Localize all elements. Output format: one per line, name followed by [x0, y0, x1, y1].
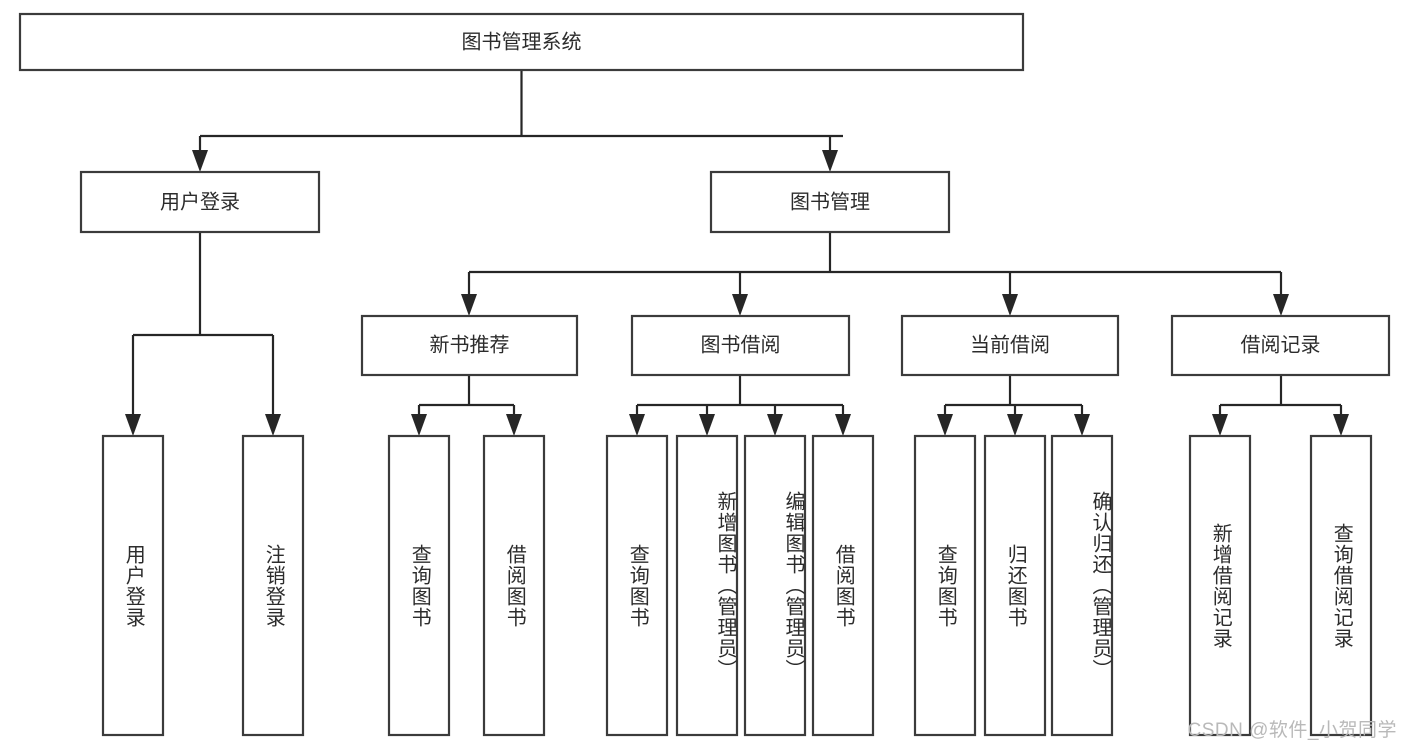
- connector-group-new-book-rec: [411, 375, 522, 436]
- node-borrow-record-label: 借阅记录: [1241, 333, 1321, 356]
- node-book-management-label: 图书管理: [790, 190, 870, 213]
- csdn-watermark: CSDN @软件_小贺同学: [1187, 720, 1397, 741]
- arrowhead-leaf-add-book: [699, 414, 715, 436]
- arrowhead-to-new-book-rec: [461, 294, 477, 316]
- node-borrow-record-box[interactable]: [1170, 314, 1391, 377]
- node-borrow-record[interactable]: 借阅记录: [1170, 314, 1391, 377]
- leaf-box-edit-book[interactable]: [743, 434, 807, 737]
- node-current-borrow[interactable]: 当前借阅: [900, 314, 1120, 377]
- leaf-box-logout[interactable]: [241, 434, 305, 737]
- arrowhead-to-current-borrow: [1002, 294, 1018, 316]
- node-current-borrow-label: 当前借阅: [970, 333, 1050, 356]
- leaf-box-add-record[interactable]: [1188, 434, 1252, 737]
- arrowhead-leaf-confirm-return: [1074, 414, 1090, 436]
- leaf-boxes: [101, 434, 1373, 737]
- node-user-login-label: 用户登录: [160, 190, 240, 213]
- leaf-box-query-record[interactable]: [1309, 434, 1373, 737]
- arrowhead-leaf-query-record: [1333, 414, 1349, 436]
- node-book-management[interactable]: 图书管理: [709, 170, 951, 234]
- connector-group-borrow-record: [1212, 375, 1349, 436]
- node-user-login-box[interactable]: [79, 170, 321, 234]
- arrowhead-leaf-edit-book: [767, 414, 783, 436]
- leaf-box-user-login[interactable]: [101, 434, 165, 737]
- leaf-box-borrow-book-2[interactable]: [811, 434, 875, 737]
- leaf-box-query-book-3[interactable]: [913, 434, 977, 737]
- arrowhead-to-user-login: [192, 150, 208, 172]
- node-new-book-recommend-box[interactable]: [360, 314, 579, 377]
- arrowhead-leaf-user-login: [125, 414, 141, 436]
- node-root-label: 图书管理系统: [462, 30, 582, 53]
- node-root-box[interactable]: [18, 12, 1025, 72]
- node-book-borrow[interactable]: 图书借阅: [630, 314, 851, 377]
- arrowhead-leaf-return-book: [1007, 414, 1023, 436]
- arrowhead-to-book-borrow: [732, 294, 748, 316]
- connector-group-user-login: [125, 232, 281, 436]
- node-new-book-recommend[interactable]: 新书推荐: [360, 314, 579, 377]
- node-book-management-box[interactable]: [709, 170, 951, 234]
- arrowhead-leaf-borrow-book-1: [506, 414, 522, 436]
- arrowhead-leaf-add-record: [1212, 414, 1228, 436]
- node-root-system[interactable]: 图书管理系统: [18, 12, 1025, 72]
- arrowhead-leaf-query-book-2: [629, 414, 645, 436]
- arrowhead-leaf-borrow-book-2: [835, 414, 851, 436]
- leaf-box-confirm-return[interactable]: [1050, 434, 1114, 737]
- arrowhead-leaf-query-book-1: [411, 414, 427, 436]
- node-book-borrow-box[interactable]: [630, 314, 851, 377]
- node-current-borrow-box[interactable]: [900, 314, 1120, 377]
- leaf-box-return-book[interactable]: [983, 434, 1047, 737]
- leaf-box-query-book-1[interactable]: [387, 434, 451, 737]
- leaf-box-add-book[interactable]: [675, 434, 739, 737]
- node-new-book-recommend-label: 新书推荐: [430, 333, 510, 356]
- leaf-box-borrow-book-1[interactable]: [482, 434, 546, 737]
- leaf-box-query-book-2[interactable]: [605, 434, 669, 737]
- connector-group-book-manage: [461, 232, 1289, 316]
- arrowhead-leaf-query-book-3: [937, 414, 953, 436]
- arrowhead-to-book-manage: [822, 150, 838, 172]
- arrowhead-leaf-logout: [265, 414, 281, 436]
- node-user-login[interactable]: 用户登录: [79, 170, 321, 234]
- connector-group-current-borrow: [937, 375, 1090, 436]
- arrowhead-to-borrow-record: [1273, 294, 1289, 316]
- node-book-borrow-label: 图书借阅: [701, 333, 781, 356]
- connector-group-root: [192, 70, 843, 172]
- connector-group-book-borrow: [629, 375, 851, 436]
